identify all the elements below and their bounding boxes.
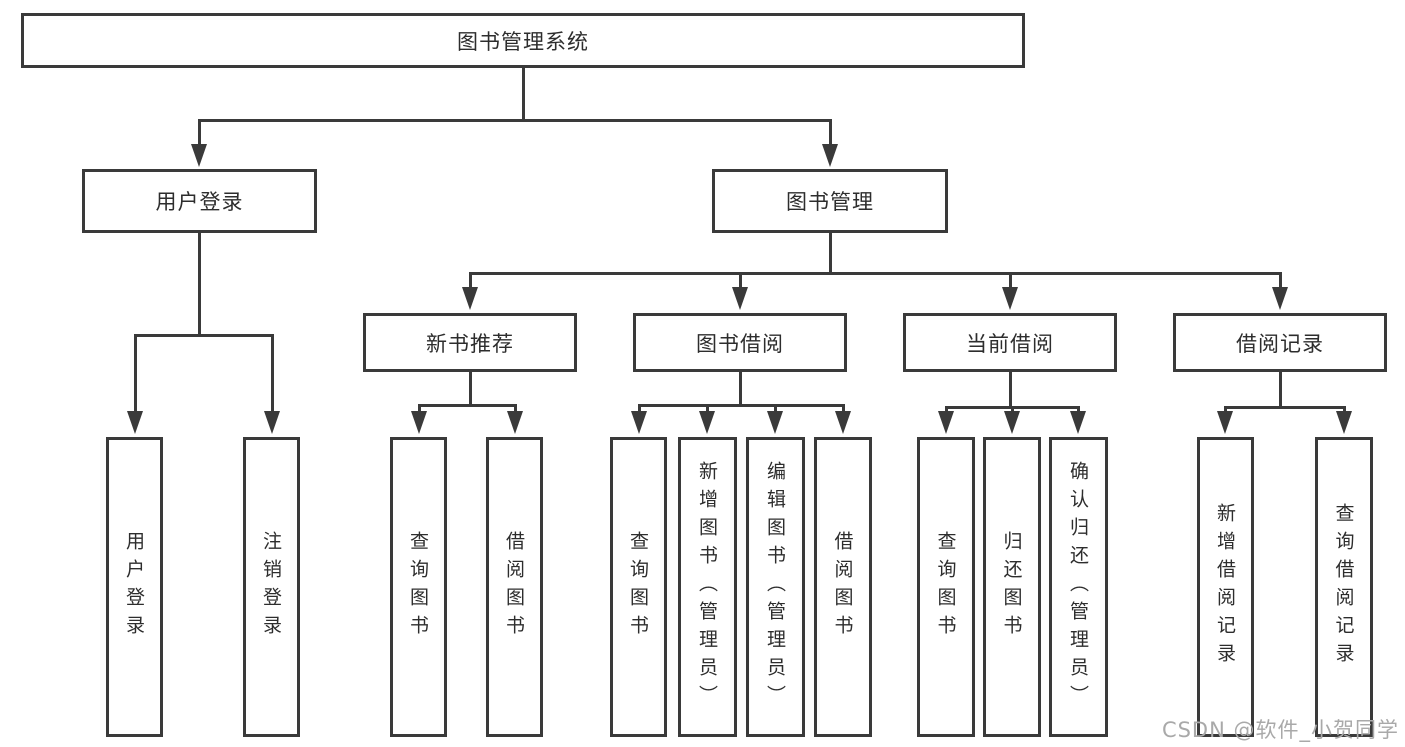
leaf-user-login: 用户登录 bbox=[106, 437, 163, 737]
arrow-down-icon bbox=[411, 411, 427, 434]
arrow-down-icon bbox=[1070, 411, 1086, 434]
leaf-query-book-2: 查询图书 bbox=[610, 437, 667, 737]
leaf-query-book-3: 查询图书 bbox=[917, 437, 975, 737]
connector-line bbox=[1278, 372, 1282, 409]
connector-line bbox=[828, 119, 832, 149]
arrow-down-icon bbox=[264, 411, 280, 434]
arrow-down-icon bbox=[462, 287, 478, 310]
arrow-down-icon bbox=[732, 287, 748, 310]
connector-line bbox=[637, 404, 641, 416]
connector-line bbox=[1278, 272, 1282, 292]
connector-line bbox=[468, 272, 1282, 275]
connector-line bbox=[828, 233, 832, 275]
leaf-return-book: 归还图书 bbox=[983, 437, 1041, 737]
leaf-add-borrow-record: 新增借阅记录 bbox=[1197, 437, 1254, 737]
node-book-management: 图书管理 bbox=[712, 169, 948, 233]
leaf-add-book-admin: 新增图书（管理员） bbox=[678, 437, 737, 737]
node-library-management-system: 图书管理系统 bbox=[21, 13, 1025, 68]
leaf-borrow-book-1: 借阅图书 bbox=[486, 437, 543, 737]
node-borrow-records: 借阅记录 bbox=[1173, 313, 1387, 372]
connector-line bbox=[270, 334, 274, 416]
arrow-down-icon bbox=[699, 411, 715, 434]
arrow-down-icon bbox=[631, 411, 647, 434]
connector-line bbox=[521, 68, 525, 122]
connector-line bbox=[1008, 272, 1012, 292]
connector-line bbox=[637, 404, 844, 407]
connector-line bbox=[417, 404, 517, 407]
leaf-query-book-1: 查询图书 bbox=[390, 437, 447, 737]
connector-line bbox=[738, 372, 742, 407]
arrow-down-icon bbox=[767, 411, 783, 434]
leaf-confirm-return-admin: 确认归还（管理员） bbox=[1049, 437, 1108, 737]
connector-line bbox=[705, 404, 709, 416]
leaf-query-borrow-record: 查询借阅记录 bbox=[1315, 437, 1373, 737]
leaf-logout: 注销登录 bbox=[243, 437, 300, 737]
arrow-down-icon bbox=[507, 411, 523, 434]
arrow-down-icon bbox=[127, 411, 143, 434]
connector-line bbox=[468, 272, 472, 292]
arrow-down-icon bbox=[1336, 411, 1352, 434]
node-book-borrow: 图书借阅 bbox=[633, 313, 847, 372]
connector-line bbox=[133, 334, 137, 416]
arrow-down-icon bbox=[1002, 287, 1018, 310]
arrow-down-icon bbox=[938, 411, 954, 434]
connector-line bbox=[468, 372, 472, 407]
node-new-book-recommend: 新书推荐 bbox=[363, 313, 577, 372]
connector-line bbox=[841, 404, 845, 416]
leaf-edit-book-admin: 编辑图书（管理员） bbox=[746, 437, 805, 737]
arrow-down-icon bbox=[191, 144, 207, 167]
connector-line bbox=[197, 119, 201, 149]
csdn-watermark: CSDN @软件_小贺同学 bbox=[1161, 718, 1399, 742]
connector-line bbox=[417, 404, 421, 416]
connector-line bbox=[1008, 372, 1012, 409]
leaf-borrow-book-2: 借阅图书 bbox=[814, 437, 872, 737]
connector-line bbox=[513, 404, 517, 416]
arrow-down-icon bbox=[822, 144, 838, 167]
arrow-down-icon bbox=[1004, 411, 1020, 434]
node-user-login: 用户登录 bbox=[82, 169, 317, 233]
connector-line bbox=[197, 119, 832, 122]
arrow-down-icon bbox=[835, 411, 851, 434]
arrow-down-icon bbox=[1272, 287, 1288, 310]
arrow-down-icon bbox=[1217, 411, 1233, 434]
node-current-borrow: 当前借阅 bbox=[903, 313, 1117, 372]
connector-line bbox=[133, 334, 274, 337]
connector-line bbox=[738, 272, 742, 292]
connector-line bbox=[1223, 406, 1346, 409]
connector-line bbox=[197, 233, 201, 337]
connector-line bbox=[773, 404, 777, 416]
